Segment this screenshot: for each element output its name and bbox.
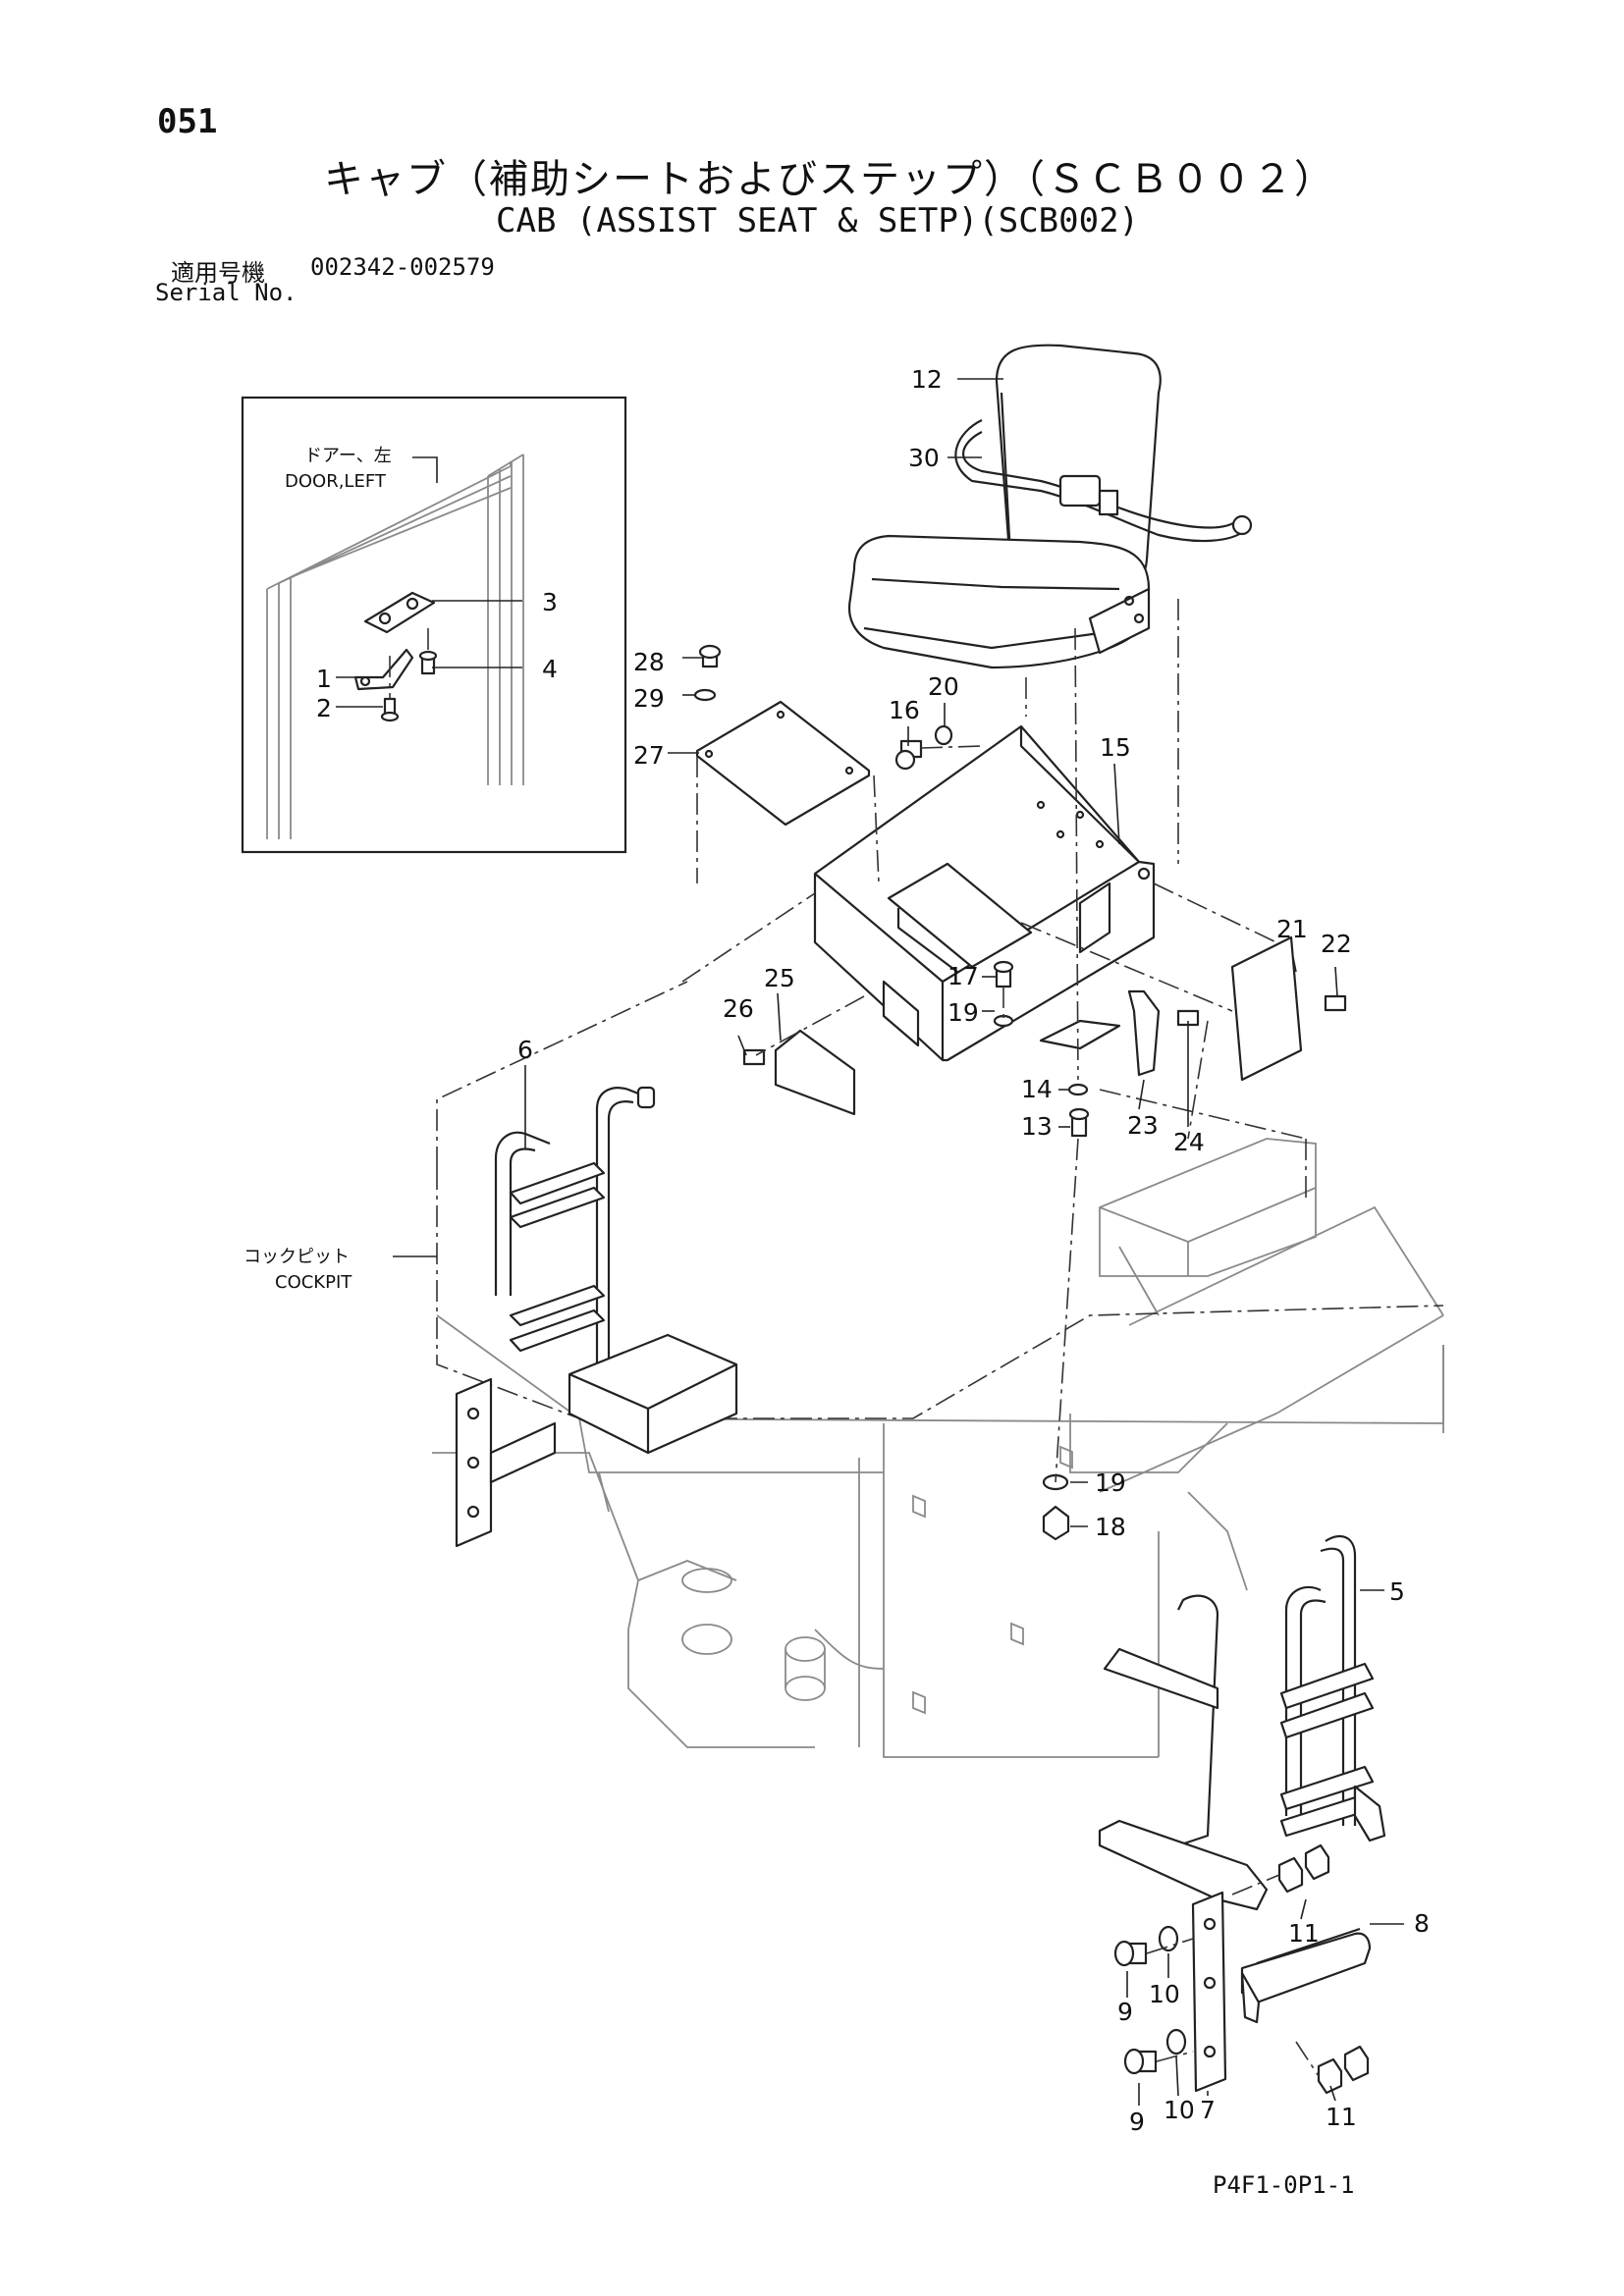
part-1-hole: [359, 675, 371, 687]
callout-11-lower: 11: [1326, 2103, 1357, 2131]
part-6-step-ladder: [455, 1086, 738, 1548]
callout-5: 5: [1389, 1577, 1405, 1606]
callout-23: 23: [1127, 1111, 1159, 1140]
part-30-seat-belt: [954, 419, 1253, 543]
callout-7: 7: [1200, 2096, 1216, 2124]
page-number: 051: [157, 102, 218, 141]
callout-30: 30: [908, 444, 940, 472]
assembly-center-lines: [696, 599, 1277, 1483]
part-25-cover-plate: [774, 1029, 856, 1116]
door-frame: [266, 454, 524, 839]
cockpit-outline: コックピット COCKPIT: [244, 892, 1444, 1419]
callout-labels: 12 30 28 29 27 20 16 15 21 22 17 19 25 2…: [517, 365, 1430, 2136]
callout-9-upper: 9: [1117, 1998, 1133, 2026]
callout-15: 15: [1100, 733, 1131, 762]
callout-14: 14: [1021, 1075, 1053, 1103]
part-3-hole: [406, 597, 419, 611]
inset-note-en: DOOR,LEFT: [285, 471, 387, 492]
title-english: CAB (ASSIST SEAT & SETP)(SCB002): [496, 201, 1140, 240]
title-japanese: キャブ（補助シートおよびステップ）（ＳＣＢ００２）: [324, 157, 1335, 202]
callout-2: 2: [316, 694, 332, 722]
part-27-cover-plate: [695, 700, 871, 827]
part-21-cover-plate: [1230, 935, 1303, 1082]
callout-10-lower: 10: [1164, 2096, 1195, 2124]
callout-28: 28: [633, 648, 665, 676]
part-3-hole: [378, 612, 392, 625]
callout-3: 3: [542, 588, 558, 616]
callout-20: 20: [928, 672, 959, 701]
part-15-seat-stand: [813, 724, 1156, 1062]
serial-range: 002342-002579: [310, 253, 495, 281]
inset-door-left: ドアー、左 DOOR,LEFT 3 4 1 2: [241, 396, 627, 854]
callout-25: 25: [764, 964, 795, 992]
callout-18: 18: [1095, 1513, 1126, 1541]
callout-leaders: [524, 378, 1404, 2106]
part-3-bracket: [363, 591, 436, 634]
callout-1: 1: [316, 665, 332, 693]
callout-29: 29: [633, 684, 665, 713]
callout-10-upper: 10: [1149, 1980, 1180, 2008]
part-5-step-ladder: [1098, 1534, 1386, 1911]
callout-24: 24: [1173, 1128, 1205, 1156]
machine-body: [432, 1138, 1444, 1758]
part-12-assist-seat: [848, 344, 1162, 669]
callout-17: 17: [947, 962, 979, 990]
fasteners-9-10-11: [1113, 1843, 1370, 2095]
callout-19-upper: 19: [947, 998, 979, 1027]
part-8-step: [1240, 1927, 1372, 2024]
callout-4: 4: [542, 655, 558, 683]
serial-label-english: Serial No.: [155, 279, 298, 306]
part-7-plate: [1191, 1891, 1227, 2093]
callout-19-lower: 19: [1095, 1468, 1126, 1497]
callout-11-upper: 11: [1288, 1919, 1320, 1948]
callout-16: 16: [889, 696, 920, 724]
page-code: P4F1-0P1-1: [1213, 2171, 1355, 2199]
callout-13: 13: [1021, 1112, 1053, 1141]
callout-22: 22: [1321, 930, 1352, 958]
callout-21: 21: [1276, 915, 1308, 943]
callout-8: 8: [1414, 1909, 1430, 1938]
callout-26: 26: [723, 994, 754, 1023]
callout-6: 6: [517, 1036, 533, 1064]
callout-27: 27: [633, 741, 665, 770]
cockpit-note-jp: コックピット: [244, 1247, 350, 1267]
inset-frame: [241, 396, 627, 854]
part-2-bolt-head: [380, 711, 400, 722]
callout-12: 12: [911, 365, 943, 394]
part-4-bolt-head: [418, 650, 438, 662]
part-23-support: [1127, 989, 1161, 1077]
callout-9-lower: 9: [1129, 2108, 1145, 2136]
serial-label-japanese: 適用号機: [171, 259, 265, 287]
inset-note-jp: ドアー、左: [304, 446, 392, 466]
cockpit-note-en: COCKPIT: [275, 1272, 352, 1293]
